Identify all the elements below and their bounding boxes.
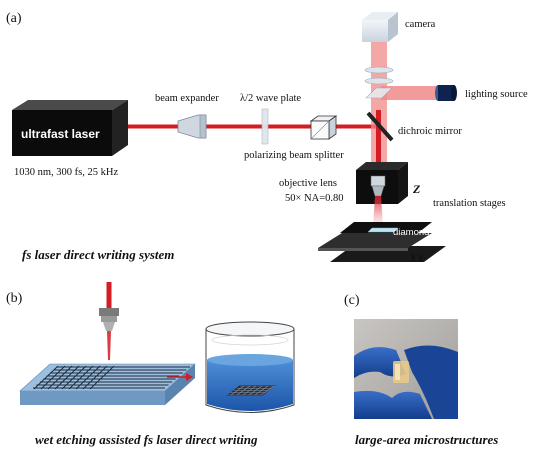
camera-label: camera	[405, 19, 436, 30]
xy-axis-label: XY	[408, 251, 426, 265]
panel-c-label: (c)	[344, 293, 360, 308]
imaging-lens-2	[364, 77, 394, 85]
wave-plate-label: λ/2 wave plate	[240, 93, 301, 104]
dichroic-mirror	[366, 111, 394, 142]
z-axis-label: Z	[412, 182, 421, 196]
grid-line	[54, 365, 80, 390]
beaker-grid-line	[248, 385, 263, 396]
ultrafast-laser: ultrafast laser	[12, 100, 128, 156]
laser-name: ultrafast laser	[21, 127, 100, 141]
microstructure-grid	[33, 365, 190, 390]
etching-beaker	[205, 321, 295, 413]
grid-line	[33, 365, 59, 390]
focused-beam	[373, 196, 383, 226]
process-arrow	[167, 373, 193, 381]
objective-label: objective lens	[279, 178, 337, 189]
substrate-slab	[19, 363, 196, 405]
immersed-sample	[226, 385, 276, 396]
beaker-grid-line	[236, 385, 251, 396]
objective-spec: 50× NA=0.80	[285, 193, 344, 204]
diamond-label: diamond	[393, 227, 429, 238]
beam-expander-label: beam expander	[155, 93, 219, 104]
grid-line	[68, 365, 94, 390]
writing-objective	[99, 282, 119, 360]
translation-label: translation stages	[433, 198, 506, 209]
grid-line	[75, 365, 101, 390]
panel-c-caption: large-area microstructures	[355, 432, 498, 447]
diamond-sample	[367, 227, 399, 233]
camera	[362, 12, 398, 42]
translation-stages	[318, 222, 446, 262]
laser-beam-horizontal	[128, 124, 378, 129]
imaging-lens-1	[364, 66, 394, 74]
panel-a-caption: fs laser direct writing system	[22, 247, 174, 262]
panel-b-label: (b)	[6, 291, 23, 306]
panel-b-caption: wet etching assisted fs laser direct wri…	[35, 432, 258, 447]
beaker-grid-line	[230, 385, 245, 396]
objective-lens	[356, 162, 408, 204]
laser-specs: 1030 nm, 300 fs, 25 kHz	[14, 167, 118, 178]
sample-photo	[354, 319, 458, 419]
lighting-source	[435, 85, 457, 101]
grid-line	[61, 365, 87, 390]
panel-a-label: (a)	[6, 11, 22, 26]
laser-beam-vertical	[376, 110, 381, 180]
imaging-splitter-plate	[365, 87, 393, 99]
dichroic-label: dichroic mirror	[398, 126, 462, 137]
beaker-grid-line	[260, 385, 275, 396]
wave-plate	[261, 108, 269, 145]
splitter-label: polarizing beam splitter	[244, 150, 344, 161]
grid-line	[82, 365, 108, 390]
beaker-grid-line	[254, 385, 269, 396]
grid-line	[40, 365, 66, 390]
beam-expander	[177, 114, 207, 139]
lighting-beam	[381, 86, 439, 100]
grid-line	[47, 365, 73, 390]
lighting-label: lighting source	[465, 89, 528, 100]
beam-splitter-cube	[309, 115, 338, 140]
grid-line	[89, 365, 115, 390]
beaker-grid-line	[242, 385, 257, 396]
